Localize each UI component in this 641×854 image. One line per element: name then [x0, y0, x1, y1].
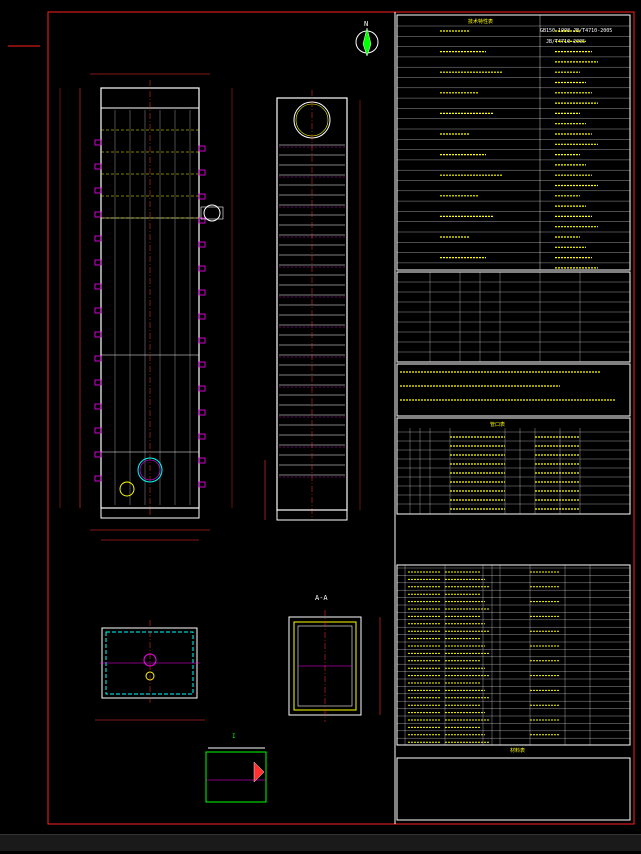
parts-list-table: 材料表 — [396, 564, 631, 754]
notes-area — [396, 363, 631, 417]
left-nozzle-set — [94, 139, 102, 482]
nozzle — [94, 331, 102, 338]
nozzle — [94, 379, 102, 386]
nozzle — [94, 139, 102, 146]
detail-label: I — [232, 733, 236, 740]
nozzle — [94, 355, 102, 362]
nozzle — [198, 457, 206, 464]
nozzle — [94, 235, 102, 242]
nozzle — [198, 361, 206, 368]
nozzle — [198, 409, 206, 416]
vessel-internal-lines — [101, 110, 199, 505]
section-label: A-A — [315, 594, 328, 602]
main-vessel-side-view — [264, 90, 361, 521]
compass: N — [355, 20, 379, 57]
nozzle — [94, 403, 102, 410]
outer-frame — [47, 11, 635, 825]
parts-table-footer: 材料表 — [510, 747, 525, 754]
nozzle — [198, 385, 206, 392]
standard-reference-2: JB/T4710-2005 — [546, 39, 585, 45]
parts-list-rows — [397, 565, 630, 745]
nozzle — [94, 163, 102, 170]
plan-view — [95, 620, 205, 721]
nozzle — [198, 145, 206, 152]
nozzle — [198, 289, 206, 296]
nozzle — [94, 187, 102, 194]
nozzle — [94, 211, 102, 218]
nozzle — [198, 313, 206, 320]
main-vessel-front-view — [59, 73, 233, 541]
nozzle — [198, 193, 206, 200]
nozzle — [198, 169, 206, 176]
technical-data-table: GB150-1998 JB/T4710-2005 JB/T4710-2005 技… — [396, 14, 631, 271]
nozzle — [198, 337, 206, 344]
inspection-rows — [397, 272, 630, 362]
nozzle — [198, 433, 206, 440]
nozzle — [198, 241, 206, 248]
nozzle — [198, 217, 206, 224]
nozzle-table: 管口表 — [396, 417, 631, 515]
tech-table-rows — [397, 25, 630, 269]
nozzle — [94, 475, 102, 482]
compass-label: N — [364, 20, 368, 28]
drawing-title-block — [396, 757, 631, 821]
nozzle — [94, 427, 102, 434]
nozzle-table-rows — [397, 428, 630, 514]
inspection-table — [396, 271, 631, 363]
nozzle — [198, 481, 206, 488]
nozzle-table-header: 管口表 — [490, 421, 505, 428]
right-nozzle-set — [198, 145, 206, 488]
nozzle — [94, 307, 102, 314]
nozzle — [94, 451, 102, 458]
detail-i-view: I — [205, 733, 267, 803]
status-bar — [0, 834, 641, 851]
nozzle — [198, 265, 206, 272]
nozzle — [94, 259, 102, 266]
section-a-a-view: A-A — [288, 594, 381, 722]
tech-table-header: 技术特性表 — [468, 18, 493, 25]
nozzle — [94, 283, 102, 290]
